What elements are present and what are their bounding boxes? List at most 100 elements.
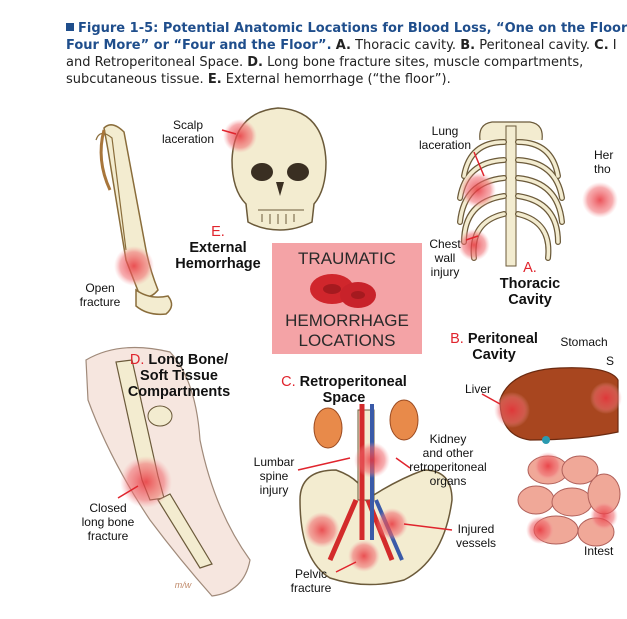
section-b-title: B. Peritoneal Cavity <box>438 331 550 363</box>
label-line: vessels <box>455 536 496 550</box>
pelvic-fracture-glow <box>348 540 380 572</box>
caption-e-text: External hemorrhage (“the floor”). <box>225 72 451 87</box>
caption-c-text: I <box>612 38 617 53</box>
section-a-letter: A. <box>523 260 537 276</box>
caption-line-4: subcutaneous tissue. E. External hemorrh… <box>66 71 618 88</box>
center-title-box: TRAUMATIC HEMORRHAGE LOCATIONS <box>272 243 422 354</box>
caption-a-text: Thoracic cavity. <box>355 38 457 53</box>
label-line: and other <box>422 446 474 460</box>
section-a-title: A. Thoracic Cavity <box>492 260 568 308</box>
label-line: laceration <box>418 138 472 152</box>
figure-title: Figure 1-5: Potential Anatomic Locations… <box>78 21 627 36</box>
section-e-line1: External <box>189 240 247 256</box>
section-d-letter: D. <box>129 352 145 368</box>
pelvic-fracture-label: Pelvic fracture <box>282 567 340 595</box>
scalp-laceration-glow <box>223 119 257 153</box>
section-e-title: E. External Hemorrhage <box>168 224 268 272</box>
section-a-line1: Thoracic <box>499 276 561 292</box>
caption-a-label: A. <box>335 38 351 53</box>
label-line: fracture <box>79 295 121 309</box>
kidney-label: Kidney and other retroperitoneal organs <box>400 432 496 488</box>
label-line: m/w <box>174 580 192 590</box>
label-line: Intest <box>584 544 614 558</box>
artist-signature: m/w <box>168 578 198 592</box>
label-line: retroperitoneal <box>409 460 487 474</box>
lung-laceration-glow <box>460 172 496 208</box>
section-b-line2: Cavity <box>472 347 516 363</box>
caption-c-label: C. <box>594 38 609 53</box>
section-d-line3: Compartments <box>127 384 231 400</box>
liver-glow <box>494 392 530 428</box>
blood-cells-icon <box>310 274 376 308</box>
figure-title-cont: Four More” or “Four and the Floor”. <box>66 38 332 53</box>
label-line: Open <box>85 281 115 295</box>
label-line: Her <box>594 148 614 162</box>
label-line: Injured <box>457 522 495 536</box>
section-e-letter: E. <box>211 224 225 240</box>
caption-line-1: Figure 1-5: Potential Anatomic Locations… <box>66 20 627 37</box>
caption-d-text: Long bone fracture sites, muscle compart… <box>267 55 584 70</box>
lumbar-spine-label: Lumbar spine injury <box>246 455 302 497</box>
label-line: Kidney <box>429 432 467 446</box>
caption-d-label: D. <box>247 55 263 70</box>
stomach-s-label: S <box>606 354 618 368</box>
intestine-glow-1 <box>534 452 562 480</box>
open-fracture-label: Open fracture <box>70 281 130 309</box>
section-d-title: D. Long Bone/ Soft Tissue Compartments <box>112 352 246 400</box>
label-line: Closed <box>89 501 127 515</box>
section-c-letter: C. <box>281 374 296 390</box>
label-line: fracture <box>87 529 129 543</box>
injured-vessels-glow <box>376 508 408 540</box>
stomach-label: Stomach <box>552 335 616 349</box>
section-c-line1: Retroperitoneal <box>299 374 407 390</box>
open-fracture-glow <box>114 246 154 286</box>
label-line: spine <box>259 469 289 483</box>
caption-line-2: Four More” or “Four and the Floor”. A. T… <box>66 37 618 54</box>
liver-label: Liver <box>456 382 500 396</box>
label-line: Liver <box>464 382 491 396</box>
section-c-line2: Space <box>322 390 366 406</box>
section-d-line2: Soft Tissue <box>140 368 218 384</box>
closed-fracture-glow <box>120 456 172 508</box>
pelvis-drawing <box>299 399 453 586</box>
label-line: Stomach <box>560 335 608 349</box>
lumbar-spine-glow <box>354 442 390 478</box>
section-d-line1: Long Bone/ <box>148 352 229 368</box>
label-line: Pelvic <box>294 567 327 581</box>
label-line: long bone <box>81 515 135 529</box>
label-line: tho <box>594 162 611 176</box>
bullet-square-icon <box>66 23 74 31</box>
lung-laceration-label: Lung laceration <box>412 124 478 152</box>
closed-fracture-label: Closed long bone fracture <box>72 501 144 543</box>
stomach-glow <box>590 382 622 414</box>
label-line: Lung <box>431 124 459 138</box>
caption-b-label: B. <box>460 38 476 53</box>
label-line: Lumbar <box>253 455 295 469</box>
label-line: S <box>606 354 615 368</box>
label-line: injury <box>430 265 460 279</box>
label-line: Scalp <box>172 118 204 132</box>
caption-line-3: and Retroperitoneal Space. D. Long bone … <box>66 54 618 71</box>
intestine-glow-3 <box>590 502 618 530</box>
chest-wall-injury-label: Chest wall injury <box>420 237 470 279</box>
label-line: organs <box>429 474 467 488</box>
caption-e-label: E. <box>207 72 222 87</box>
label-line: wall <box>434 251 456 265</box>
label-line: fracture <box>290 581 332 595</box>
intestine-label: Intest <box>584 544 618 558</box>
section-a-line2: Cavity <box>508 292 552 308</box>
pelvic-left-glow <box>304 512 340 548</box>
center-title-line3: LOCATIONS <box>298 331 396 350</box>
center-title-line2: HEMORRHAGE <box>285 311 409 330</box>
hemothorax-glow <box>582 182 618 218</box>
caption-c-cont: and Retroperitoneal Space. <box>66 55 244 70</box>
section-b-line1: Peritoneal <box>467 331 538 347</box>
scalp-laceration-label: Scalp laceration <box>150 118 226 146</box>
caption-d-cont: subcutaneous tissue. <box>66 72 204 87</box>
hemothorax-label: Her tho <box>594 148 624 176</box>
label-line: Chest <box>429 237 461 251</box>
center-title-line1: TRAUMATIC <box>298 249 396 268</box>
figure-caption: Figure 1-5: Potential Anatomic Locations… <box>66 20 627 88</box>
label-line: injury <box>259 483 289 497</box>
